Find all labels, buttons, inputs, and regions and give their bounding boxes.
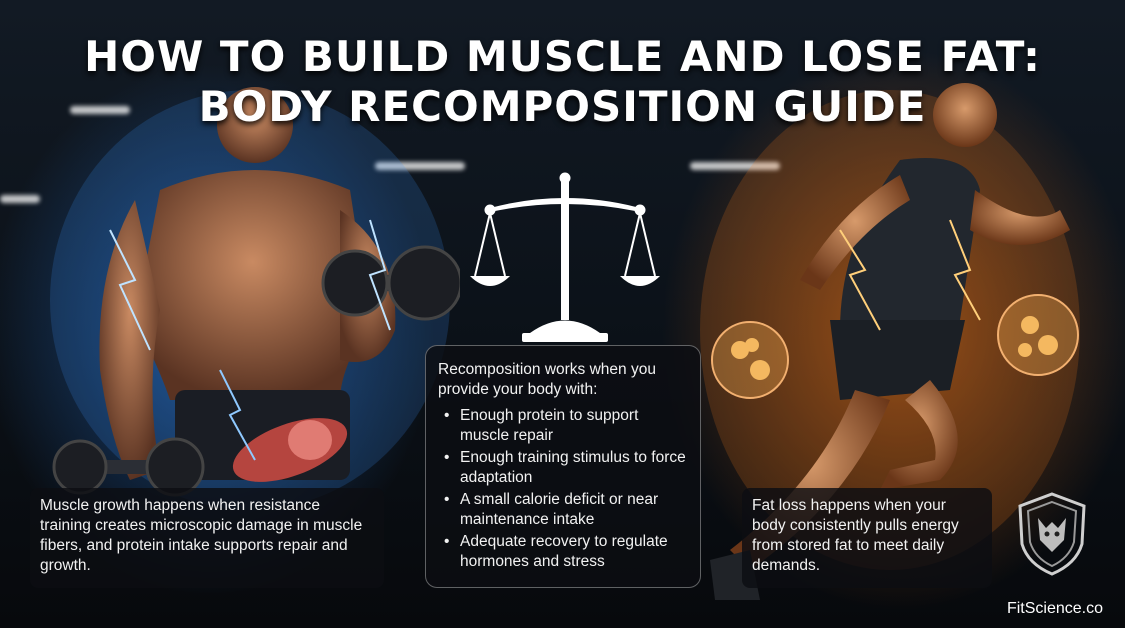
list-item-text: A small calorie deficit or near maintena… [460,491,659,528]
page-title: HOW TO BUILD MUSCLE AND LOSE FAT: BODY R… [0,32,1125,132]
ceiling-light [70,106,130,114]
list-item: •Enough training stimulus to force adapt… [444,449,686,486]
muscle-man-figure [50,87,460,510]
balance-scale-icon [470,172,660,342]
title-line-2: BODY RECOMPOSITION GUIDE [198,82,927,131]
list-item: •Adequate recovery to regulate hormones … [444,533,668,570]
recomposition-intro: Recomposition works when you provide you… [438,361,656,398]
wolf-shield-logo [1018,492,1086,576]
recomposition-list: •Enough protein to support muscle repair… [438,406,688,572]
brand-name: FitScience.co [1006,600,1103,617]
recomposition-panel: Recomposition works when you provide you… [425,345,701,588]
list-item: •Enough protein to support muscle repair [444,407,639,444]
ceiling-light [375,162,465,170]
list-item: •A small calorie deficit or near mainten… [444,491,659,528]
muscle-growth-panel: Muscle growth happens when resistance tr… [30,488,384,588]
ceiling-light [0,195,40,203]
fat-loss-text: Fat loss happens when your body consiste… [752,497,959,574]
list-item-text: Enough protein to support muscle repair [460,407,639,444]
ceiling-light [690,162,780,170]
fat-loss-panel: Fat loss happens when your body consiste… [742,488,992,588]
title-line-1: HOW TO BUILD MUSCLE AND LOSE FAT: [84,32,1041,81]
list-item-text: Enough training stimulus to force adapta… [460,449,686,486]
muscle-growth-text: Muscle growth happens when resistance tr… [40,497,363,574]
list-item-text: Adequate recovery to regulate hormones a… [460,533,668,570]
